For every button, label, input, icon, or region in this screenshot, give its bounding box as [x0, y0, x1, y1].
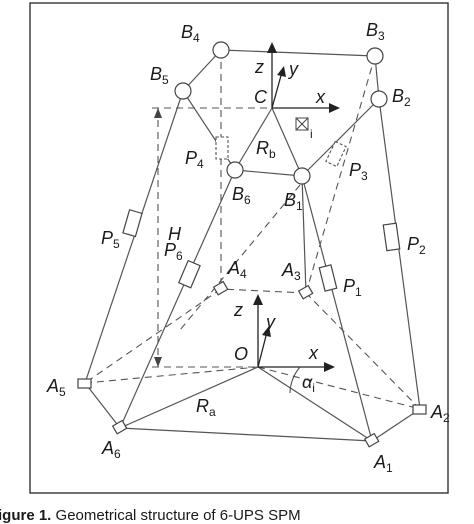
lower-joints: [77, 280, 427, 448]
joint-a1: [363, 432, 380, 448]
label-top-z: z: [254, 57, 264, 77]
label-p6: P6: [164, 240, 183, 263]
legs: [84, 50, 421, 442]
label-a4: A4: [227, 258, 247, 281]
label-a3: A3: [281, 260, 301, 283]
label-h: H: [168, 224, 182, 244]
label-a1: A1: [373, 452, 393, 475]
label-b3: B3: [366, 20, 385, 43]
label-b2: B2: [392, 86, 411, 109]
label-b6: B6: [232, 184, 251, 207]
height-dimension: [152, 107, 272, 368]
joint-b3: [366, 47, 384, 65]
joint-a3: [297, 284, 314, 300]
label-a5: A5: [46, 376, 66, 399]
beta-angle-mark: [295, 117, 309, 131]
joint-b4: [212, 41, 230, 59]
figure-caption: igure 1. Geometrical structure of 6-UPS …: [0, 507, 301, 524]
joint-a5: [77, 378, 92, 389]
label-b4: B4: [181, 22, 200, 45]
label-ra: Ra: [196, 396, 216, 419]
top-coordinate-frame: [267, 42, 340, 131]
label-a2: A2: [430, 402, 450, 425]
upper-platform: [182, 49, 380, 177]
label-c: C: [254, 87, 268, 107]
label-p4: P4: [185, 148, 204, 171]
label-alpha: αi: [302, 372, 315, 395]
joint-b1: [293, 167, 311, 185]
actuators: [122, 136, 401, 292]
lower-platform: [84, 288, 421, 442]
joint-a2: [412, 404, 427, 415]
label-a6: A6: [101, 438, 121, 461]
label-bot-y: y: [264, 312, 276, 332]
label-bot-z: z: [233, 300, 243, 320]
label-top-x: x: [315, 87, 326, 107]
bottom-coordinate-frame: [253, 294, 335, 394]
joint-b2: [370, 90, 388, 108]
upper-joints: [174, 41, 388, 185]
label-p1: P1: [343, 276, 362, 299]
joint-b6: [226, 161, 244, 179]
label-o: O: [234, 344, 248, 364]
actuator-p1: [318, 264, 338, 292]
label-beta-sub: i: [310, 127, 313, 141]
label-bot-x: x: [308, 343, 319, 363]
labels: B1 B2 B3 B4 B5 B6 A1 A2 A3 A4 A5 A6 P1 P…: [46, 20, 450, 475]
actuator-p2: [382, 222, 401, 252]
joint-a4: [212, 280, 229, 296]
label-b1: B1: [284, 190, 303, 213]
label-rb: Rb: [256, 138, 276, 161]
label-p3: P3: [349, 160, 368, 183]
joint-b5: [174, 82, 192, 100]
actuator-p4: [215, 136, 229, 160]
actuator-p5: [122, 209, 143, 238]
actuator-p3: [325, 140, 347, 168]
joint-a6: [111, 419, 128, 435]
label-p5: P5: [101, 228, 120, 251]
label-p2: P2: [407, 234, 426, 257]
label-top-y: y: [287, 59, 299, 79]
actuator-p6: [178, 259, 201, 289]
label-b5: B5: [150, 64, 169, 87]
figure-frame: [29, 2, 449, 494]
